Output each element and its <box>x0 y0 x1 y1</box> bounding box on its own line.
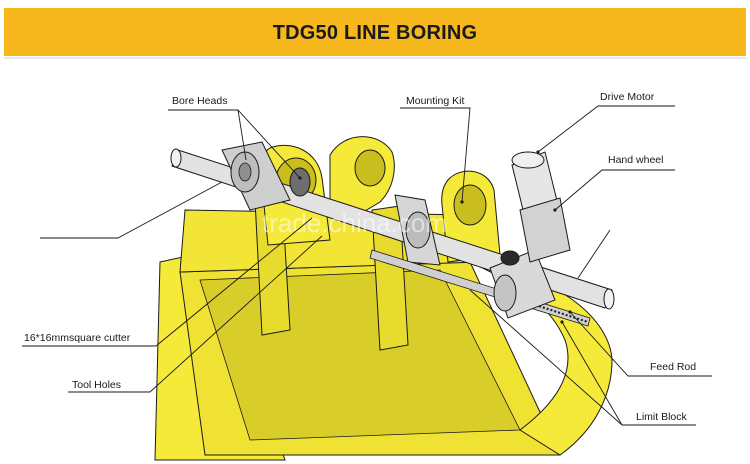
label-bore-heads: Bore Heads <box>172 95 227 107</box>
center-boss-hole <box>354 149 386 187</box>
title-banner: TDG50 LINE BORING <box>4 8 746 56</box>
drive-motor-cap <box>511 151 545 169</box>
label-hand-wheel: Hand wheel <box>608 154 663 166</box>
label-feed-rod: Feed Rod <box>650 361 696 373</box>
limit-block-tip <box>560 320 564 324</box>
label-limit-block: Limit Block <box>636 411 688 423</box>
boring-bar-left-end <box>170 148 182 168</box>
hand-wheel-knob <box>500 250 520 266</box>
boring-assembly <box>170 141 615 327</box>
hand-wheel-leader <box>554 169 675 211</box>
label-mounting-kit: Mounting Kit <box>406 95 464 107</box>
feed-rod-tip <box>568 310 572 314</box>
bucket <box>154 136 613 461</box>
hidden-label-leader <box>40 181 223 239</box>
hand-wheel-leader-2 <box>577 229 611 279</box>
drive-motor-leader <box>537 105 675 153</box>
drive-motor-gear-housing <box>519 197 571 263</box>
label-drive-motor: Drive Motor <box>600 91 655 103</box>
bore-heads-leader-2 <box>237 109 247 161</box>
bucket-rib-right <box>371 205 409 351</box>
label-tool-holes: Tool Holes <box>72 379 121 391</box>
mounting-kit-leader <box>400 107 471 203</box>
mounting-kit-collar <box>405 211 431 249</box>
hand-wheel-tip <box>553 208 557 212</box>
tool-holes-leader <box>68 235 323 393</box>
bore-heads-tip <box>298 176 302 180</box>
drive-motor-tip <box>536 150 540 154</box>
right-ear-hole <box>453 184 487 226</box>
page-title: TDG50 LINE BORING <box>272 22 478 44</box>
callout-lines <box>22 105 712 426</box>
callout-arrowheads <box>298 150 572 324</box>
watermark-text: trade.china.com <box>262 208 447 238</box>
square-cutter-leader <box>22 217 313 347</box>
limit-block-leader-2 <box>469 289 623 426</box>
label-square-cutter: 16*16mmsquare cutter <box>24 332 131 344</box>
left-bearing <box>289 167 311 197</box>
limit-block-ring <box>493 274 517 312</box>
boring-bar-right-end <box>603 288 615 310</box>
feed-rod-leader <box>569 311 712 377</box>
mounting-kit-tip <box>460 200 464 204</box>
bore-head-hub <box>238 162 252 182</box>
